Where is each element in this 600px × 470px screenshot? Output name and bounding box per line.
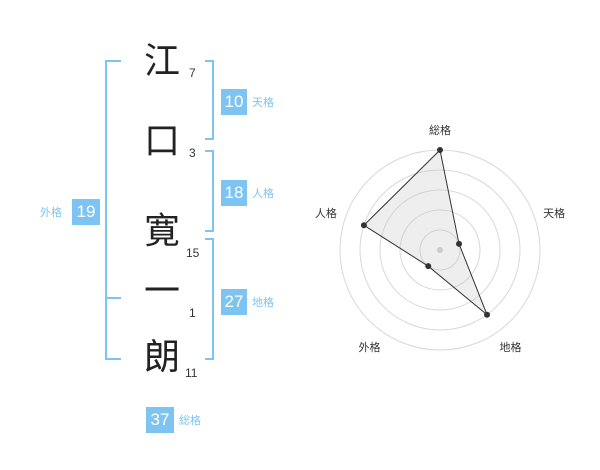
name-char-4: 一 <box>143 271 180 312</box>
name-char-1: 江 <box>143 41 180 82</box>
tenkaku-bracket-vertical <box>212 60 214 140</box>
soukaku-label: 総格 <box>179 414 201 427</box>
jinkaku-bracket-vertical <box>212 150 214 232</box>
gaikaku-label: 外格 <box>40 206 62 219</box>
radar-axis-label: 総格 <box>429 123 451 137</box>
stroke-count-4: 1 <box>189 306 196 320</box>
radar-point <box>425 263 432 270</box>
radar-axis-label: 天格 <box>543 206 565 220</box>
radar-ring <box>379 189 501 311</box>
radar-axis-label: 人格 <box>315 206 337 220</box>
gaikaku-bracket-bottom <box>105 358 121 360</box>
gaikaku-bracket-vertical <box>105 60 107 360</box>
radar-point <box>360 222 367 229</box>
tenkaku-label: 天格 <box>252 96 274 109</box>
jinkaku-label: 人格 <box>252 187 274 200</box>
radar-ring <box>359 169 521 331</box>
stroke-count-2: 3 <box>189 146 196 160</box>
tenkaku-bracket-top <box>205 60 214 62</box>
jinkaku-bracket-bottom <box>205 230 214 232</box>
gaikaku-bracket-top <box>105 60 121 62</box>
stroke-count-5: 11 <box>185 366 198 380</box>
name-char-3: 寛 <box>143 211 180 252</box>
chikaku-bracket-top <box>205 238 214 240</box>
radar-axis-label: 外格 <box>358 340 380 354</box>
name-char-2: 口 <box>143 121 180 162</box>
tenkaku-bracket-bottom <box>205 138 214 140</box>
jinkaku-value: 18 <box>221 180 247 206</box>
radar-point <box>437 147 443 153</box>
jinkaku-bracket-top <box>205 150 214 152</box>
radar-point <box>456 240 463 247</box>
chikaku-bracket-vertical <box>212 238 214 360</box>
name-char-5: 朗 <box>143 337 180 378</box>
soukaku-value: 37 <box>146 407 174 433</box>
radar-polygon <box>363 148 488 316</box>
chikaku-label: 地格 <box>252 296 274 309</box>
stroke-count-3: 15 <box>186 246 200 260</box>
radar-axis-label: 地格 <box>500 340 522 354</box>
chikaku-bracket-bottom <box>205 358 214 360</box>
gaikaku-value: 19 <box>72 199 100 225</box>
radar-point <box>484 311 491 318</box>
radar-ring <box>419 229 461 271</box>
tenkaku-value: 10 <box>221 89 247 115</box>
stroke-count-1: 7 <box>189 66 196 80</box>
chikaku-value: 27 <box>221 289 247 315</box>
radar-ring <box>399 209 481 291</box>
radar-center <box>437 247 443 253</box>
gaikaku-bracket-mid <box>105 297 121 299</box>
